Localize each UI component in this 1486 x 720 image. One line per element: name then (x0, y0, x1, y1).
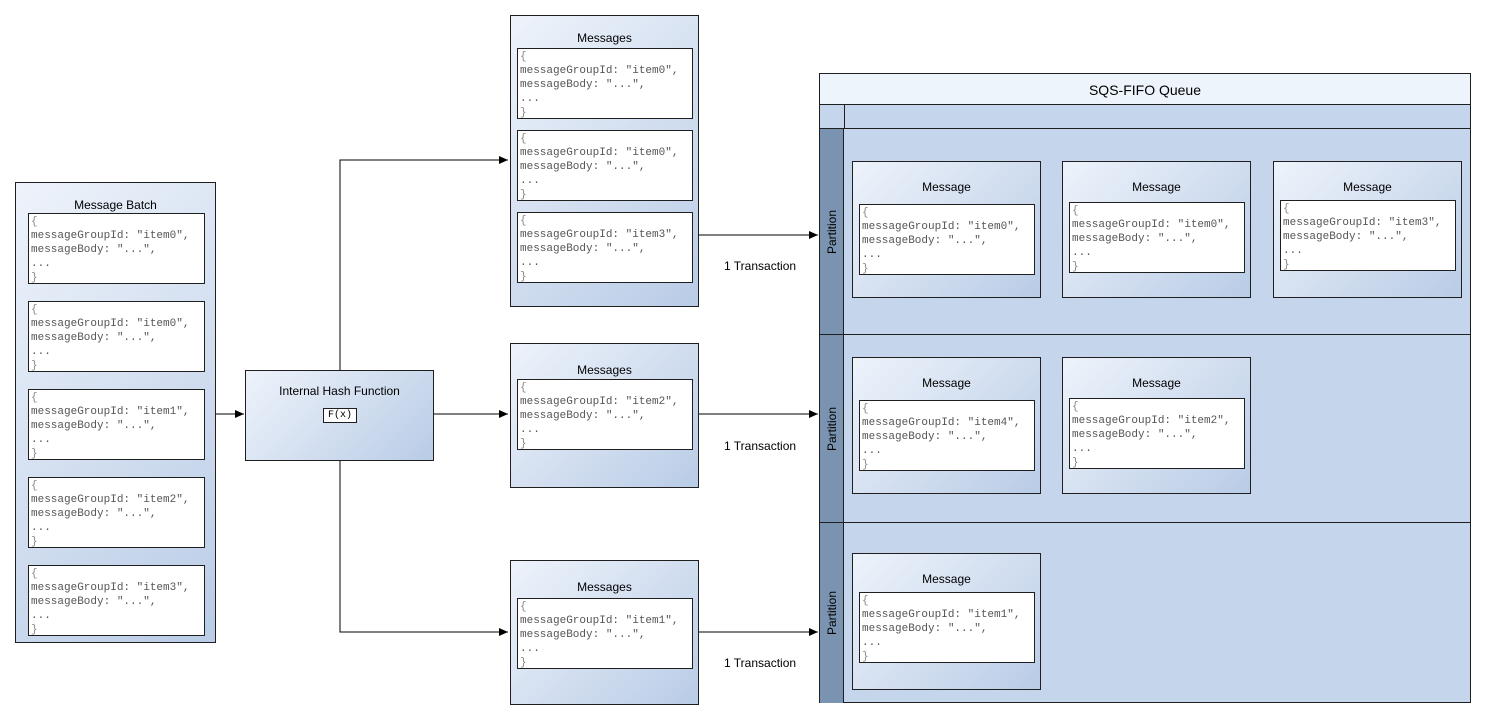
partition-2-message-0: Message { messageGroupId: "item4", messa… (852, 357, 1041, 494)
group-1-message-2: { messageGroupId: "item3", messageBody: … (517, 212, 693, 283)
message-group-3-title: Messages (577, 580, 632, 594)
partition-2: Partition Message { messageGroupId: "ite… (820, 334, 1470, 522)
message-batch-title: Message Batch (74, 198, 157, 212)
transaction-label-1: 1 Transaction (724, 259, 797, 273)
partition-1-message-2: Message { messageGroupId: "item3", messa… (1273, 161, 1462, 298)
partition-1: Partition Message { messageGroupId: "ite… (820, 128, 1470, 334)
message-group-1: Messages { messageGroupId: "item0", mess… (510, 15, 699, 307)
queue-header: SQS-FIFO Queue (820, 74, 1470, 105)
partition-1-label: Partition (824, 209, 839, 254)
partition-3-label: Partition (824, 590, 839, 636)
partition-2-message-1: Message { messageGroupId: "item2", messa… (1062, 357, 1251, 494)
queue-subheader (844, 104, 1470, 128)
batch-message-4: { messageGroupId: "item3", messageBody: … (28, 565, 205, 636)
transaction-label-3: 1 Transaction (724, 656, 797, 670)
batch-message-3: { messageGroupId: "item2", messageBody: … (28, 477, 205, 548)
hash-function-box: Internal Hash Function F(x) (245, 370, 434, 461)
message-batch-container: Message Batch { messageGroupId: "item0",… (15, 182, 216, 643)
partition-3: Partition Message { messageGroupId: "ite… (820, 522, 1470, 703)
partition-3-message-0: Message { messageGroupId: "item1", messa… (852, 553, 1041, 690)
group-3-message-0: { messageGroupId: "item1", messageBody: … (517, 598, 693, 669)
hash-function-title: Internal Hash Function (279, 384, 400, 398)
batch-message-0: { messageGroupId: "item0", messageBody: … (28, 213, 205, 284)
partition-1-message-1: Message { messageGroupId: "item0", messa… (1062, 161, 1251, 298)
edge-hash-to-group-3 (339, 460, 508, 636)
message-group-2: Messages { messageGroupId: "item2", mess… (510, 343, 699, 488)
batch-message-2: { messageGroupId: "item1", messageBody: … (28, 389, 205, 460)
group-1-message-0: { messageGroupId: "item0", messageBody: … (517, 48, 693, 119)
partition-1-message-0: Message { messageGroupId: "item0", messa… (852, 161, 1041, 298)
batch-message-1: { messageGroupId: "item0", messageBody: … (28, 301, 205, 372)
group-1-message-1: { messageGroupId: "item0", messageBody: … (517, 130, 693, 201)
edge-hash-to-group-1 (339, 156, 508, 370)
message-group-1-title: Messages (577, 31, 632, 45)
transaction-label-2: 1 Transaction (724, 439, 797, 453)
queue-title: SQS-FIFO Queue (1088, 82, 1202, 98)
partition-2-label: Partition (824, 406, 839, 451)
partition-2-label-bar: Partition (820, 335, 844, 522)
message-group-3: Messages { messageGroupId: "item1", mess… (510, 560, 699, 705)
sqs-fifo-queue: SQS-FIFO Queue Partition Message { messa… (819, 73, 1471, 703)
group-2-message-0: { messageGroupId: "item2", messageBody: … (517, 379, 693, 450)
message-group-2-title: Messages (577, 363, 632, 377)
hash-function-formula: F(x) (323, 408, 358, 423)
partition-1-label-bar: Partition (820, 129, 844, 334)
partition-3-label-bar: Partition (820, 523, 844, 703)
